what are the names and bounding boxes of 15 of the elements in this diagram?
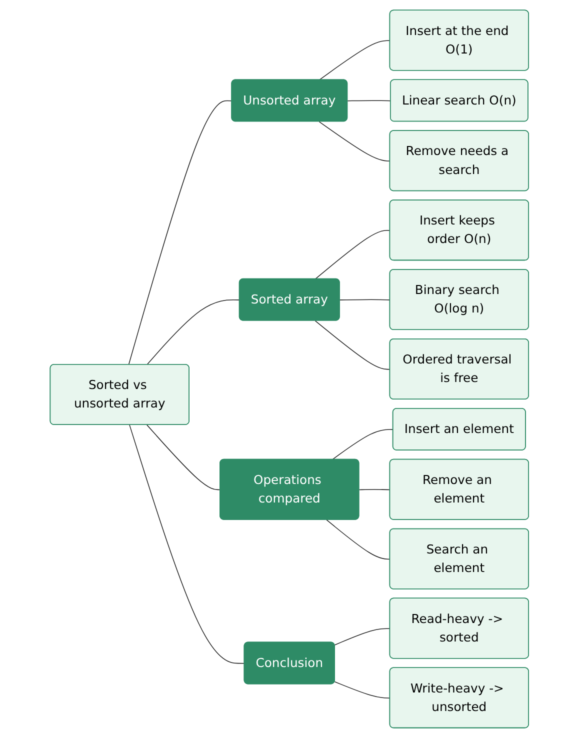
- connector: [326, 519, 390, 560]
- connector: [331, 429, 394, 460]
- connector: [334, 628, 390, 646]
- connector: [334, 681, 390, 698]
- connector: [346, 100, 391, 102]
- connector: [339, 299, 390, 300]
- connector: [318, 121, 390, 162]
- connector: [358, 489, 390, 490]
- connector: [128, 424, 245, 664]
- connector: [318, 40, 390, 80]
- connector: [146, 299, 240, 366]
- connector: [128, 100, 232, 366]
- connector: [314, 230, 390, 280]
- connector: [146, 424, 220, 490]
- connector: [314, 320, 390, 370]
